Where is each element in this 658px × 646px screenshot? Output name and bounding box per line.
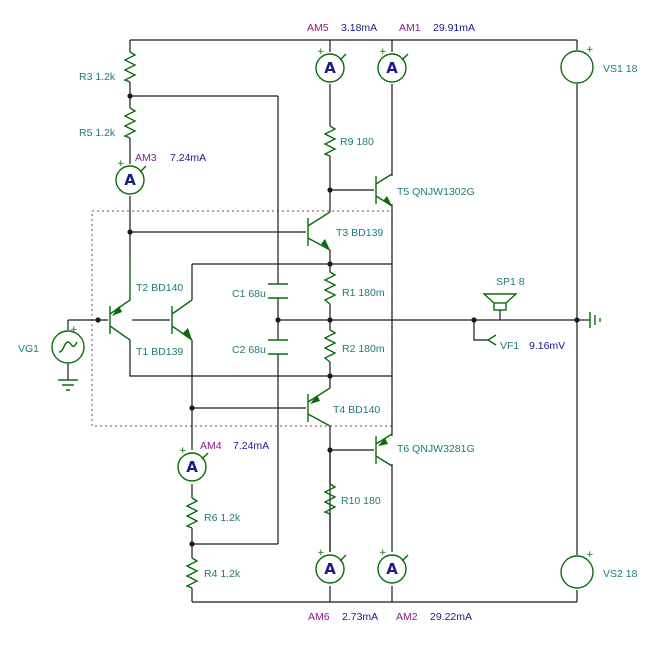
voltage-probe-vf1 [487, 334, 497, 346]
resistor-r3 [123, 51, 137, 83]
am1-name: AM1 [399, 22, 421, 34]
junction-dots [95, 93, 580, 547]
ammeter-am4: A + [177, 446, 209, 482]
am6-reading: 2.73mA [342, 611, 378, 623]
wires [67, 39, 590, 603]
am4-name: AM4 [200, 440, 222, 452]
resistor-r6 [185, 497, 199, 529]
svg-text:+: + [317, 548, 325, 558]
resistor-r4 [185, 557, 199, 589]
svg-text:+: + [586, 550, 594, 560]
voltage-source-vs2: + [560, 550, 594, 589]
ammeter-am1: A + [377, 47, 409, 83]
svg-text:A: A [324, 560, 336, 578]
transistor-t3 [307, 211, 331, 251]
speaker-sp1 [482, 293, 518, 311]
resistor-r10 [323, 483, 337, 515]
svg-text:A: A [386, 59, 398, 77]
svg-text:A: A [124, 171, 136, 189]
svg-text:+: + [179, 446, 187, 456]
ammeter-am5: A + [315, 47, 347, 83]
capacitor-c2 [268, 339, 288, 355]
label-vs1: VS1 18 [603, 63, 638, 75]
capacitor-c1 [268, 283, 288, 299]
am3-reading: 7.24mA [170, 152, 206, 164]
am5-reading: 3.18mA [341, 22, 377, 34]
am4-reading: 7.24mA [233, 440, 269, 452]
resistor-r5 [123, 107, 137, 139]
svg-text:+: + [379, 548, 387, 558]
svg-text:+: + [379, 47, 387, 57]
transistor-t2 [109, 258, 131, 341]
am1-reading: 29.91mA [433, 22, 475, 34]
label-r6: R6 1.2k [204, 512, 241, 524]
resistor-r9 [323, 125, 337, 157]
svg-text:+: + [70, 325, 78, 335]
label-r4: R4 1.2k [204, 568, 241, 580]
label-r3: R3 1.2k [79, 71, 116, 83]
svg-text:+: + [317, 47, 325, 57]
label-r10: R10 180 [341, 495, 381, 507]
ground-symbol-right [589, 312, 601, 328]
svg-text:A: A [386, 560, 398, 578]
label-r2: R2 180m [342, 343, 385, 355]
transistor-t6 [375, 433, 393, 467]
am6-name: AM6 [308, 611, 330, 623]
label-c1: C1 68u [232, 288, 266, 300]
label-vs2: VS2 18 [603, 568, 638, 580]
ammeter-am3: A + [115, 159, 147, 195]
label-r5: R5 1.2k [79, 127, 116, 139]
voltage-source-vs1: + [560, 45, 594, 84]
label-t1: T1 BD139 [136, 346, 183, 358]
resistor-r1 [323, 271, 337, 305]
signal-generator-vg1: + [51, 325, 85, 364]
label-r9: R9 180 [340, 136, 374, 148]
label-vf1: VF1 [500, 340, 519, 352]
label-t6: T6 QNJW3281G [397, 443, 475, 455]
svg-text:A: A [324, 59, 336, 77]
am2-reading: 29.22mA [430, 611, 472, 623]
transistor-t1 [171, 299, 193, 341]
ground-symbol [58, 379, 78, 391]
ammeter-am2: A + [377, 548, 409, 584]
label-t5: T5 QNJW1302G [397, 186, 475, 198]
label-t3: T3 BD139 [336, 227, 383, 239]
label-r1: R1 180m [342, 287, 385, 299]
label-t4: T4 BD140 [333, 404, 380, 416]
output-stage-box [91, 210, 393, 427]
vf1-reading: 9.16mV [529, 340, 565, 352]
am2-name: AM2 [396, 611, 418, 623]
svg-text:+: + [117, 159, 125, 169]
label-vg1: VG1 [18, 343, 39, 355]
label-c2: C2 68u [232, 344, 266, 356]
svg-text:+: + [586, 45, 594, 55]
label-sp1: SP1 8 [496, 276, 525, 288]
ammeter-am6: A + [315, 548, 347, 584]
am5-name: AM5 [307, 22, 329, 34]
am3-name: AM3 [135, 152, 157, 164]
transistor-t4 [307, 387, 331, 427]
transistor-t5 [375, 173, 393, 207]
label-t2: T2 BD140 [136, 282, 183, 294]
svg-text:A: A [186, 458, 198, 476]
resistor-r2 [323, 329, 337, 363]
